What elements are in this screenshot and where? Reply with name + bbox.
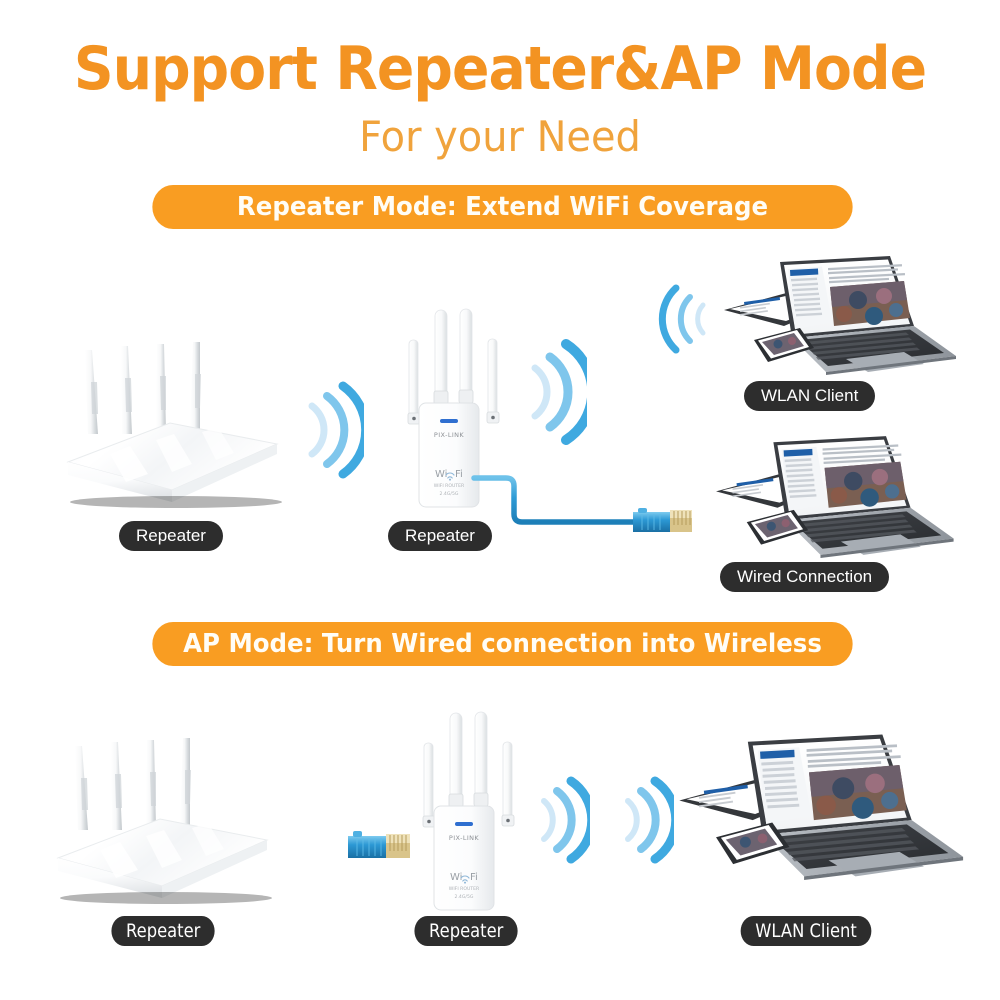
wifi-signal-arc-wlan-client-top (657, 282, 711, 354)
banner-repeater-mode: Repeater Mode: Extend WiFi Coverage (152, 185, 853, 229)
caption-wired-connection: Wired Connection (720, 562, 890, 592)
router-device-bottom (42, 718, 292, 908)
page-title: Support Repeater&AP Mode (73, 34, 927, 104)
svg-text:Fi: Fi (470, 872, 478, 883)
page-subtitle: For your Need (359, 112, 641, 161)
wifi-signal-arc-router-to-extender (302, 378, 364, 482)
caption-extender-bottom: Repeater (414, 916, 518, 946)
svg-text:2.4G/5G: 2.4G/5G (440, 491, 459, 497)
wifi-extender-device-top: PIX-LINK Wi Fi WIFI ROUTER 2.4G/5G (400, 305, 590, 520)
svg-text:WIFI ROUTER: WIFI ROUTER (434, 483, 465, 489)
svg-text:2.4G/5G: 2.4G/5G (455, 894, 474, 900)
device-cluster-wired-client (708, 432, 978, 560)
caption-wlan-client-bottom: WLAN Client (740, 916, 872, 946)
caption-source-router-top: Repeater (119, 521, 223, 551)
wifi-signal-arc-extender-top (527, 336, 587, 446)
banner-ap-mode: AP Mode: Turn Wired connection into Wire… (152, 622, 853, 666)
caption-wlan-client-top: WLAN Client (744, 381, 876, 411)
svg-text:PIX-LINK: PIX-LINK (434, 431, 465, 439)
ethernet-cable-top (470, 470, 710, 540)
svg-text:WIFI ROUTER: WIFI ROUTER (449, 886, 480, 892)
svg-text:Wi: Wi (435, 469, 447, 480)
device-cluster-wlan-client-bottom (672, 712, 990, 900)
ethernet-cable-bottom (260, 820, 440, 876)
wifi-signal-arc-extender-bottom-2 (620, 775, 674, 865)
wifi-extender-device-bottom: PIX-LINK Wi Fi WIFI ROUTER 2.4G/5G (415, 708, 605, 923)
svg-text:PIX-LINK: PIX-LINK (449, 834, 480, 842)
caption-source-router-bottom: Repeater (111, 916, 215, 946)
wifi-signal-arc-extender-bottom-1 (536, 775, 590, 865)
device-cluster-wlan-client-top (718, 252, 978, 377)
router-device-top (52, 322, 302, 512)
svg-text:Fi: Fi (455, 469, 463, 480)
caption-extender-top: Repeater (388, 521, 492, 551)
svg-text:Wi: Wi (450, 872, 462, 883)
